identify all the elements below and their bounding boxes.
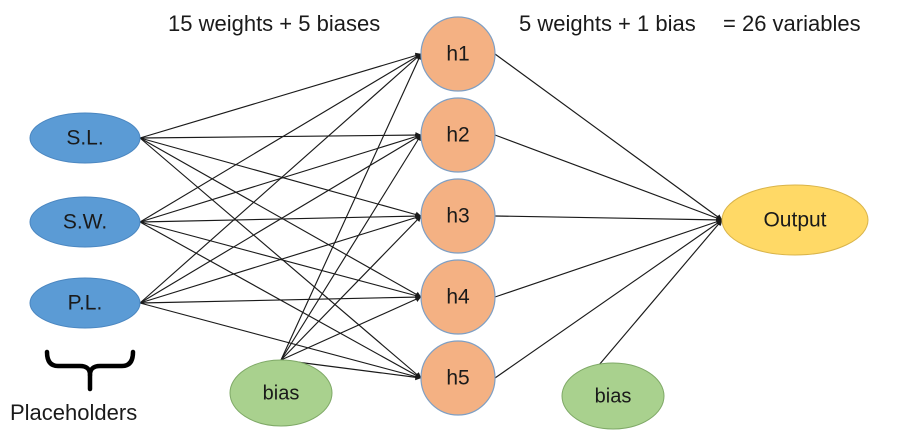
- edge-bias-to-h1: [280, 53, 422, 361]
- node-h3[interactable]: h3: [420, 178, 496, 254]
- edge-bias-to-h2: [280, 134, 422, 361]
- edge-h4-to-output: [494, 218, 723, 298]
- node-out[interactable]: Output: [721, 184, 869, 256]
- edge-in-pl-to-h4: [139, 294, 422, 304]
- mid-annotation: 5 weights + 1 bias: [519, 11, 696, 36]
- placeholders-label: Placeholders: [10, 400, 137, 425]
- edge-in-sw-to-h1: [139, 53, 422, 223]
- edge-h3-to-output: [494, 215, 723, 223]
- edge-bias-to-h3: [280, 215, 422, 361]
- left-annotation: 15 weights + 5 biases: [168, 11, 380, 36]
- edges-bias-to-hidden: [280, 53, 422, 381]
- node-in-sw[interactable]: S.W.: [29, 196, 141, 248]
- node-bias-hidden[interactable]: bias: [229, 359, 333, 427]
- edge-h5-to-output: [494, 219, 723, 379]
- node-in-sl[interactable]: S.L.: [29, 112, 141, 164]
- edge-in-pl-to-h1: [139, 53, 422, 304]
- edge-in-sl-to-h2: [139, 132, 422, 139]
- edge-in-pl-to-h2: [139, 134, 422, 304]
- annotations-group: 15 weights + 5 biases 5 weights + 1 bias =…: [168, 11, 861, 36]
- edge-in-sl-to-h4: [139, 137, 422, 298]
- node-shape-h4[interactable]: [420, 259, 496, 335]
- edge-in-sl-to-h1: [139, 52, 422, 139]
- node-shape-h2[interactable]: [420, 97, 496, 173]
- node-h5[interactable]: h5: [420, 340, 496, 416]
- edges-bias-to-output: [598, 219, 723, 366]
- edges-hidden-to-output: [494, 53, 723, 379]
- edge-bias-to-h4: [280, 296, 422, 361]
- edge-bias-to-output: [598, 219, 723, 366]
- edge-in-sl-to-h3: [139, 137, 422, 218]
- node-shape-in-pl[interactable]: [29, 277, 141, 329]
- node-h2[interactable]: h2: [420, 97, 496, 173]
- edge-in-sl-to-h5: [139, 137, 422, 379]
- edge-h2-to-output: [494, 134, 723, 221]
- node-shape-h3[interactable]: [420, 178, 496, 254]
- node-shape-h1[interactable]: [420, 16, 496, 92]
- node-shape-in-sw[interactable]: [29, 196, 141, 248]
- node-shape-h5[interactable]: [420, 340, 496, 416]
- edges-input-to-hidden: [139, 52, 422, 380]
- node-bias-output[interactable]: bias: [561, 362, 665, 430]
- edge-h1-to-output: [494, 53, 723, 221]
- node-h4[interactable]: h4: [420, 259, 496, 335]
- right-annotation: = 26 variables: [723, 11, 861, 36]
- node-shape-bias-hidden[interactable]: [229, 359, 333, 427]
- node-shape-in-sl[interactable]: [29, 112, 141, 164]
- edge-in-pl-to-h5: [139, 302, 422, 380]
- node-shape-out[interactable]: [721, 184, 869, 256]
- node-h1[interactable]: h1: [420, 16, 496, 92]
- edge-bias-to-h5: [280, 359, 422, 381]
- edge-in-pl-to-h3: [139, 214, 422, 304]
- node-shape-bias-output[interactable]: [561, 362, 665, 430]
- node-in-pl[interactable]: P.L.: [29, 277, 141, 329]
- placeholders-brace: [44, 349, 136, 392]
